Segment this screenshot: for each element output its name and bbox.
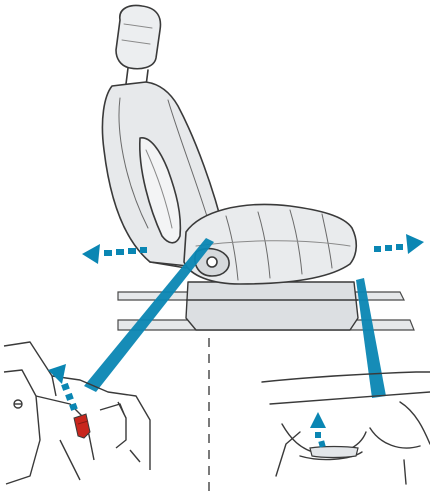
lever-icon (74, 414, 90, 438)
front-lever-icon (310, 447, 358, 458)
right-inset (262, 372, 430, 484)
seat-base (186, 282, 358, 330)
left-inset (4, 342, 150, 484)
seat-icon (102, 6, 356, 284)
arrow-up-icon (48, 364, 78, 411)
arrow-up-right-inset-icon (310, 412, 326, 448)
arrow-right-icon (374, 234, 424, 254)
